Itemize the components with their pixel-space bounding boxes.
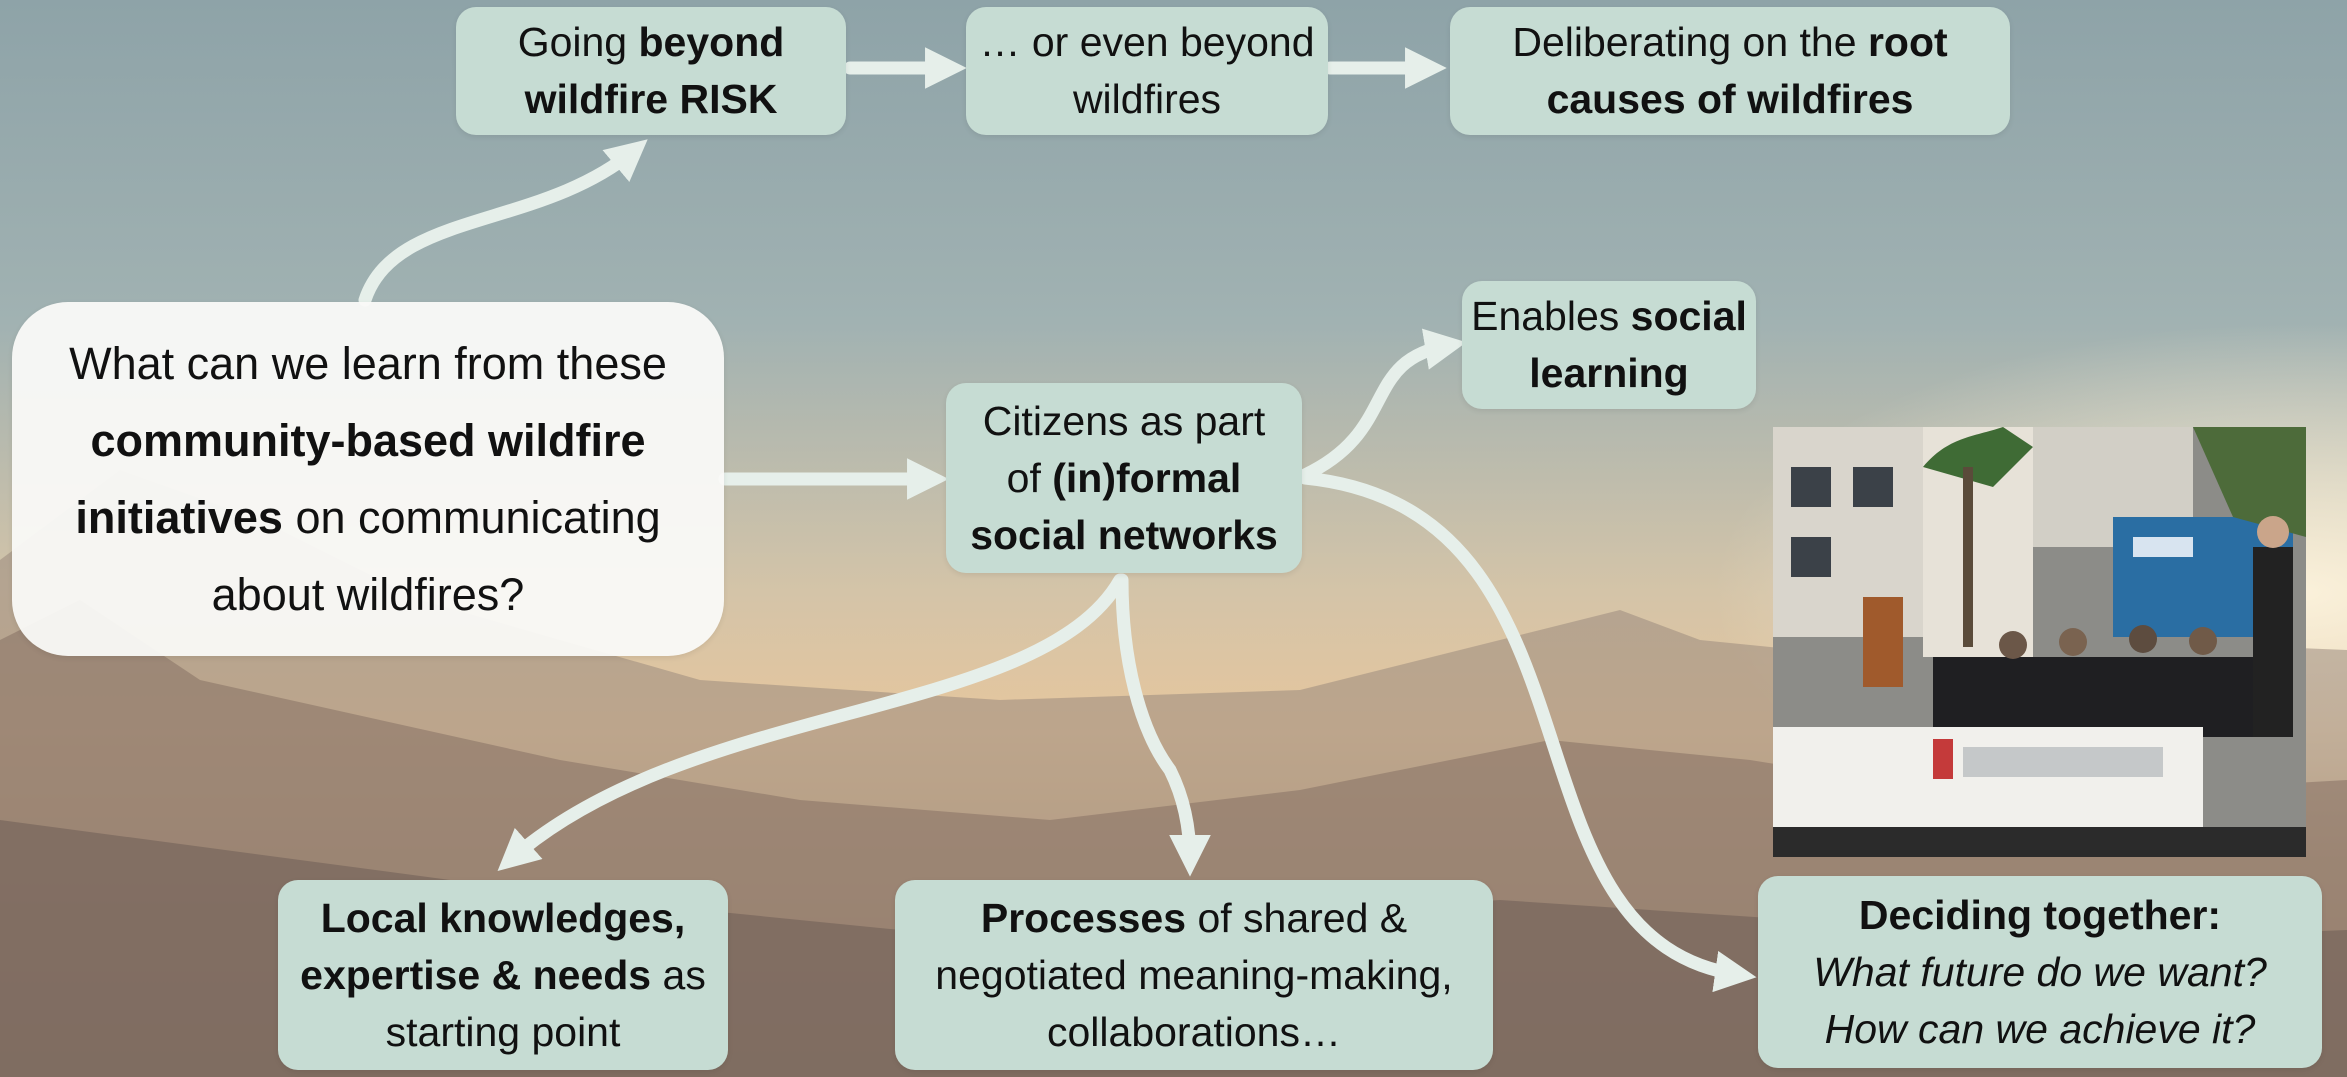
- beyond-wildfires-line-2: wildfires: [1072, 76, 1222, 122]
- beyond-wildfires-box: … or even beyond wildfires: [966, 7, 1328, 135]
- beyond-risk-line-1-pre: Going: [517, 19, 639, 65]
- social-learning-line-2: learning: [1529, 350, 1689, 396]
- question-line-1: What can we learn from these: [69, 338, 667, 389]
- citizens-line-2-pre: of: [1006, 454, 1053, 501]
- question-line-3-rest: on communicating: [282, 492, 661, 543]
- social-learning-box: Enables social learning: [1462, 281, 1756, 409]
- citizens-line-1: Citizens as part: [982, 397, 1266, 444]
- deciding-together-box: Deciding together: What future do we wan…: [1758, 876, 2322, 1068]
- question-line-4: about wildfires?: [211, 569, 525, 620]
- deciding-line-1: Deciding together:: [1858, 891, 2222, 938]
- local-knowledge-line-1: Local knowledges,: [320, 894, 686, 941]
- root-causes-line-1-bold: root: [1867, 19, 1948, 65]
- root-causes-box: Deliberating on the root causes of wildf…: [1450, 7, 2010, 135]
- local-knowledge-line-3: starting point: [385, 1008, 621, 1055]
- beyond-risk-box: Going beyond wildfire RISK: [456, 7, 846, 135]
- local-knowledge-box: Local knowledges, expertise & needs as s…: [278, 880, 728, 1070]
- beyond-risk-line-1-bold: beyond: [638, 19, 785, 65]
- root-causes-line-2: causes of wildfires: [1546, 76, 1914, 122]
- social-learning-line-1-pre: Enables: [1471, 293, 1631, 339]
- question-line-3-bold: initiatives: [75, 492, 283, 543]
- deciding-line-3: How can we achieve it?: [1824, 1005, 2256, 1052]
- processes-box: Processes of shared & negotiated meaning…: [895, 880, 1493, 1070]
- central-question-box: What can we learn from these community-b…: [12, 302, 724, 656]
- processes-line-2: negotiated meaning-making,: [935, 951, 1453, 998]
- deciding-line-2: What future do we want?: [1813, 948, 2267, 995]
- citizens-line-2-bold: (in)formal: [1052, 454, 1242, 501]
- processes-line-3: collaborations…: [1047, 1008, 1341, 1055]
- beyond-wildfires-line-1: … or even beyond: [979, 19, 1315, 65]
- processes-line-1-rest: of shared &: [1186, 894, 1408, 941]
- social-learning-line-1-bold: social: [1630, 293, 1747, 339]
- beyond-risk-line-2: wildfire RISK: [524, 76, 778, 122]
- citizens-line-3: social networks: [970, 511, 1278, 558]
- local-knowledge-line-2-bold: expertise & needs: [300, 951, 652, 998]
- local-knowledge-line-2-rest: as: [651, 951, 706, 998]
- event-photo: [1773, 427, 2306, 857]
- processes-line-1-bold: Processes: [980, 894, 1187, 941]
- question-line-2: community-based wildfire: [90, 415, 646, 466]
- citizens-box: Citizens as part of (in)formal social ne…: [946, 383, 1302, 573]
- root-causes-line-1-pre: Deliberating on the: [1512, 19, 1868, 65]
